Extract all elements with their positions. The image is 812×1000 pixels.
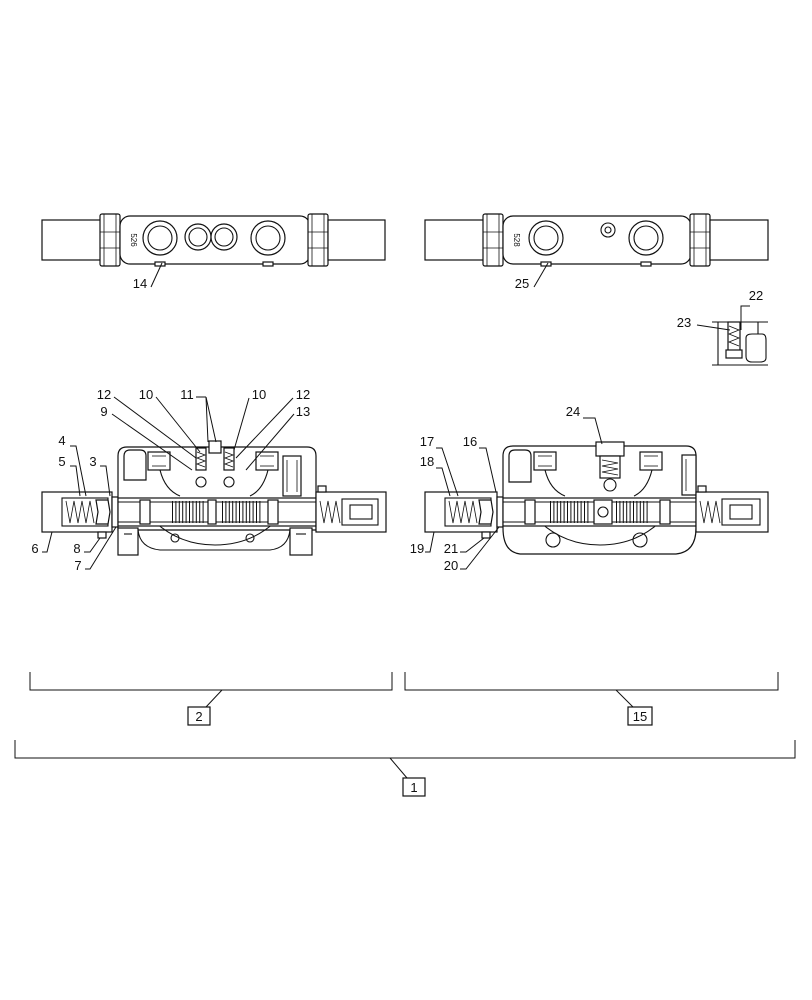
callout-label: 6 [31, 541, 38, 556]
spool-bore [117, 497, 317, 527]
callout-label: 20 [444, 558, 458, 573]
callout-label: 9 [100, 404, 107, 419]
valve-section-right [424, 441, 769, 555]
assembly-number: 15 [633, 709, 647, 724]
side-plug [681, 454, 697, 496]
callout-label: 24 [566, 404, 580, 419]
callout-label: 10 [252, 387, 266, 402]
callout-12-left: 12 [97, 387, 197, 459]
callout-14: 14 [133, 262, 163, 291]
body-lobe [289, 527, 313, 556]
callout-4: 4 [58, 433, 87, 497]
check-plug [208, 440, 222, 454]
callout-label: 11 [180, 387, 194, 402]
callout-label: 4 [58, 433, 65, 448]
port-circle [600, 222, 616, 238]
spool-right-cap [709, 219, 769, 261]
callout-17: 17 [420, 434, 459, 497]
spool-left-band [482, 213, 504, 267]
callout-20: 20 [444, 526, 500, 573]
callout-19: 19 [410, 531, 435, 556]
part-marking: 528 [512, 233, 521, 247]
callout-10-left: 10 [139, 387, 201, 453]
spool-right-band [307, 213, 329, 267]
callout-23: 23 [677, 315, 731, 331]
callout-6: 6 [31, 531, 53, 556]
callout-label: 22 [749, 288, 763, 303]
callout-16: 16 [463, 434, 497, 493]
callout-label: 21 [444, 541, 458, 556]
port-plug [639, 451, 663, 471]
callout-label: 19 [410, 541, 424, 556]
check-valve [195, 447, 207, 471]
callout-label: 5 [58, 454, 65, 469]
spool-part-25: 528 [424, 213, 769, 267]
end-cap-right [695, 491, 769, 533]
callout-label: 18 [420, 454, 434, 469]
callout-label: 16 [463, 434, 477, 449]
callout-label: 23 [677, 315, 691, 330]
spool-part-14: 526 [41, 213, 386, 267]
spool-left-cap [41, 219, 103, 261]
spool-right-band [689, 213, 711, 267]
spool-right-cap [327, 219, 386, 261]
callout-22: 22 [740, 288, 763, 330]
callout-label: 14 [133, 276, 147, 291]
callout-7: 7 [74, 526, 117, 573]
assembly-number-box [402, 777, 426, 797]
assembly-bracket-2: 2 [29, 672, 393, 726]
callout-label: 17 [420, 434, 434, 449]
callout-9: 9 [100, 404, 193, 471]
relief-plug [595, 441, 625, 457]
callout-label: 12 [296, 387, 310, 402]
callout-label: 25 [515, 276, 529, 291]
callout-13: 13 [245, 404, 310, 471]
assembly-number-box [187, 706, 211, 726]
callout-25: 25 [515, 262, 549, 291]
assembly-number: 2 [195, 709, 202, 724]
spool-left-cap [424, 219, 486, 261]
side-plug [282, 455, 302, 497]
callout-12-right: 12 [235, 387, 310, 459]
callout-label: 8 [73, 541, 80, 556]
callout-21: 21 [444, 537, 485, 556]
assembly-number: 1 [410, 780, 417, 795]
assembly-bracket-15: 15 [404, 672, 779, 726]
callout-24: 24 [566, 404, 603, 445]
spool-left-band [99, 213, 121, 267]
check-valve [223, 447, 235, 471]
callout-3: 3 [89, 454, 111, 497]
callout-label: 3 [89, 454, 96, 469]
assembly-bracket-1: 1 [14, 740, 796, 797]
port-plug [255, 451, 279, 471]
callout-10-right: 10 [233, 387, 266, 451]
port-plug [533, 451, 557, 471]
callout-8: 8 [73, 537, 101, 556]
callout-label: 7 [74, 558, 81, 573]
callout-label: 10 [139, 387, 153, 402]
detail-plug-view [712, 321, 768, 366]
part-marking: 526 [129, 233, 138, 247]
valve-section-left [41, 440, 387, 556]
callout-5: 5 [58, 454, 81, 497]
end-cap-right [315, 491, 387, 533]
port-plug [147, 451, 171, 471]
callout-11: 11 [180, 387, 217, 443]
assembly-number-box [627, 706, 653, 726]
body-lobe [117, 527, 139, 556]
callout-label: 13 [296, 404, 310, 419]
callout-18: 18 [420, 454, 451, 497]
callout-label: 12 [97, 387, 111, 402]
